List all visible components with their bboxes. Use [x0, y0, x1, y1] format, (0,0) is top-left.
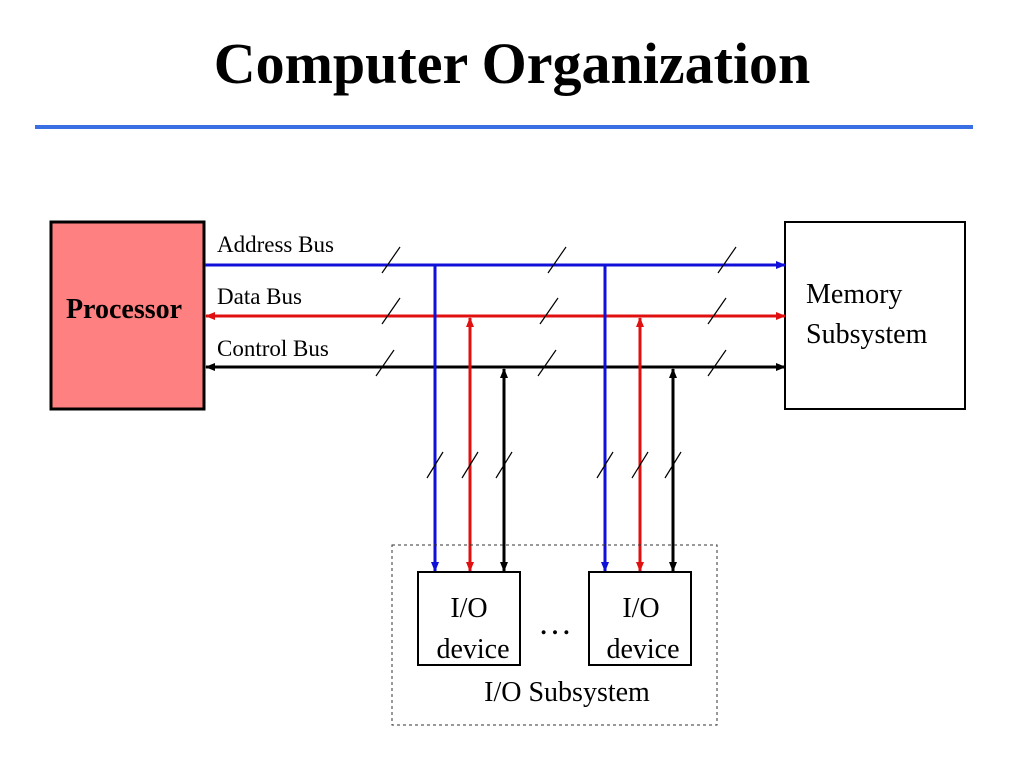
control-bus-label: Control Bus: [217, 336, 329, 361]
io-device-1: I/O device: [417, 571, 521, 666]
address-bus-label: Address Bus: [217, 232, 334, 257]
io-subsystem-boundary: [391, 544, 718, 726]
io-device-1-line2: device: [436, 634, 509, 665]
page-title: Computer Organization: [213, 31, 811, 96]
io-devices-ellipsis: …: [538, 605, 572, 642]
memory-label-line1: Memory: [806, 279, 902, 310]
io-subsystem-label: I/O Subsystem: [484, 677, 650, 708]
io-device-2: I/O device: [588, 571, 692, 666]
memory-label-line2: Subsystem: [806, 319, 928, 350]
io-device-2-line2: device: [606, 634, 679, 665]
data-bus-label: Data Bus: [217, 284, 302, 309]
io-device-2-line1: I/O: [622, 593, 659, 624]
bus-width-slashes: [375, 246, 737, 377]
memory-block: Memory Subsystem: [784, 221, 966, 410]
processor-block: Processor: [49, 220, 206, 411]
io-device-1-line1: I/O: [450, 593, 487, 624]
processor-label: Processor: [66, 294, 182, 325]
vertical-bus-width-slashes: [426, 451, 682, 479]
title-divider: [35, 125, 973, 129]
